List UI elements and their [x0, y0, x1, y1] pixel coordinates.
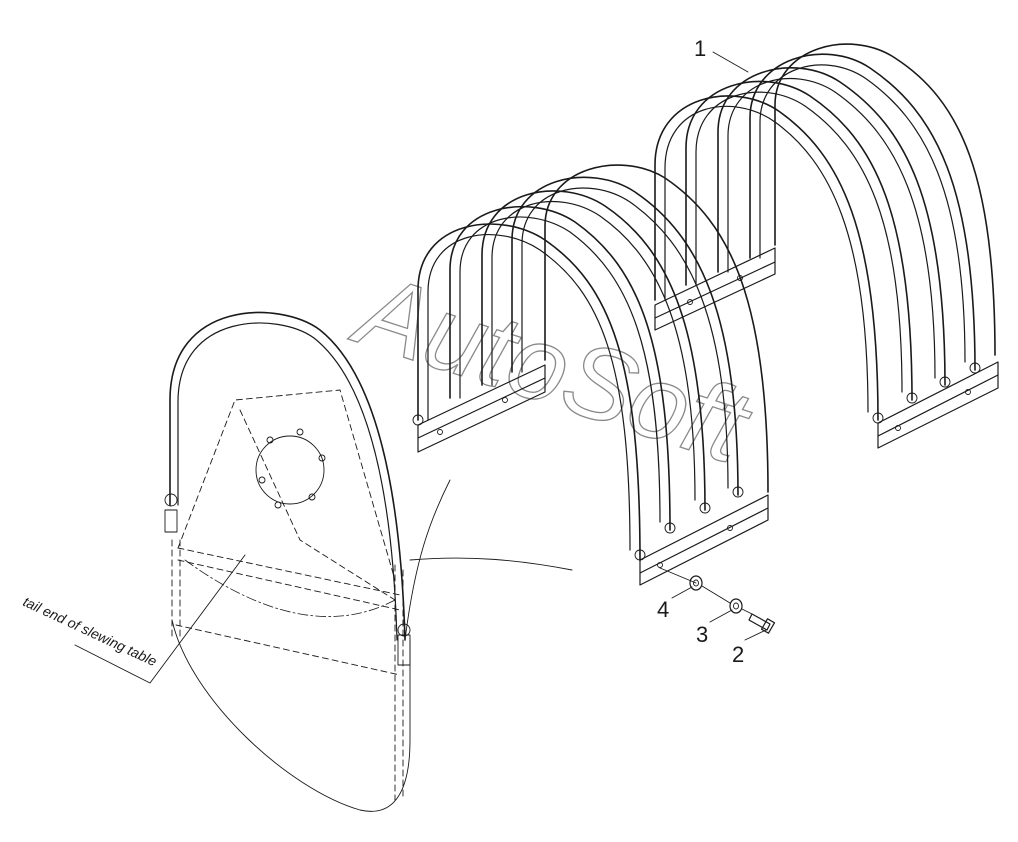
- fastener-set: [659, 567, 776, 634]
- part-label-2: 2: [732, 629, 767, 667]
- guard-assembly-rear: [654, 43, 999, 449]
- part-label-1: 1: [694, 36, 749, 73]
- part-label-3: 3: [696, 609, 733, 647]
- spring-washer: [729, 598, 743, 614]
- hex-bolt: [748, 613, 776, 634]
- slewing-table-tail-cover: [164, 311, 573, 812]
- svg-text:3: 3: [696, 622, 708, 647]
- svg-text:2: 2: [732, 642, 744, 667]
- svg-text:4: 4: [657, 597, 669, 622]
- svg-text:1: 1: [694, 36, 706, 61]
- part-label-4: 4: [657, 586, 693, 622]
- watermark-text: AutoSoft: [340, 250, 765, 487]
- tail-end-label: tail end of slewing table: [21, 593, 160, 669]
- tail-end-callout: tail end of slewing table: [21, 554, 246, 684]
- flat-washer: [689, 575, 703, 591]
- guard-assembly-front: [412, 164, 769, 586]
